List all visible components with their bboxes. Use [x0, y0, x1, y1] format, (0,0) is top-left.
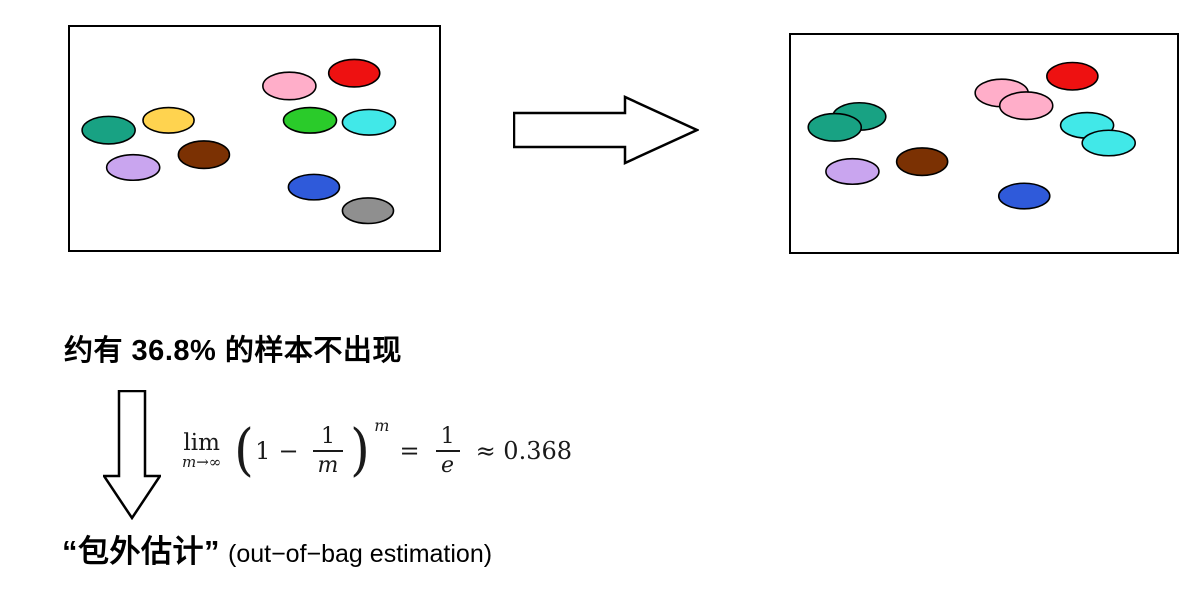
- lim-word: lim: [183, 430, 220, 457]
- sample-ellipse-yellow: [142, 106, 195, 134]
- sample-ellipse-green: [282, 106, 338, 134]
- sample-ellipse-lavender: [825, 157, 880, 186]
- sample-ellipse-pink-b: [998, 91, 1054, 121]
- sample-ellipse-lavender: [105, 153, 161, 182]
- caption-line1: 约有 36.8% 的样本不出现: [64, 335, 402, 367]
- equals-sign: =: [399, 437, 420, 465]
- sample-ellipse-teal-a: [807, 112, 863, 142]
- sample-ellipse-brown: [895, 147, 949, 177]
- bootstrap-sample-ellipses: [807, 61, 1136, 210]
- fraction-numerator: 1: [320, 423, 335, 449]
- sample-ellipse-red: [327, 58, 381, 88]
- original-sample-box: [68, 25, 441, 252]
- fraction-denominator: e: [435, 450, 460, 477]
- sample-ellipse-teal: [81, 115, 136, 145]
- exponent-m: m: [374, 416, 390, 435]
- oob-term-chinese: “包外估计”: [62, 534, 220, 569]
- fraction-numerator: 1: [440, 423, 455, 449]
- sample-ellipse-gray: [341, 197, 395, 225]
- close-paren: ): [350, 418, 371, 483]
- oob-term-english: (out−of−bag estimation): [228, 540, 493, 568]
- original-sample-ellipses: [81, 58, 397, 225]
- sample-ellipse-brown: [177, 140, 231, 170]
- sample-ellipse-cyan: [341, 108, 397, 136]
- limit-formula: lim m→∞ ( 1 − 1 m ) m = 1 e ≈ 0.368: [182, 414, 572, 488]
- caption-bottom: “包外估计” (out−of−bag estimation): [62, 526, 492, 571]
- lim-subscript: m→∞: [182, 453, 222, 472]
- bootstrap-sample-box: [789, 33, 1179, 254]
- approx-value: ≈ 0.368: [475, 437, 573, 465]
- lim-operator: lim m→∞: [182, 431, 221, 471]
- sample-ellipse-pink: [262, 71, 317, 101]
- sample-ellipse-blue: [997, 182, 1051, 210]
- sample-ellipse-red: [1046, 61, 1099, 91]
- fraction-one-over-e: 1 e: [435, 423, 460, 477]
- fraction-one-over-m: 1 m: [312, 423, 344, 477]
- sample-ellipse-cyan-b: [1081, 129, 1136, 157]
- term-one: 1: [255, 437, 271, 465]
- minus-sign: −: [278, 437, 299, 465]
- down-arrow-icon: [103, 390, 161, 520]
- fraction-denominator: m: [312, 450, 344, 477]
- sample-ellipse-blue: [287, 173, 341, 201]
- right-arrow-icon: [513, 95, 699, 165]
- open-paren: (: [234, 418, 255, 483]
